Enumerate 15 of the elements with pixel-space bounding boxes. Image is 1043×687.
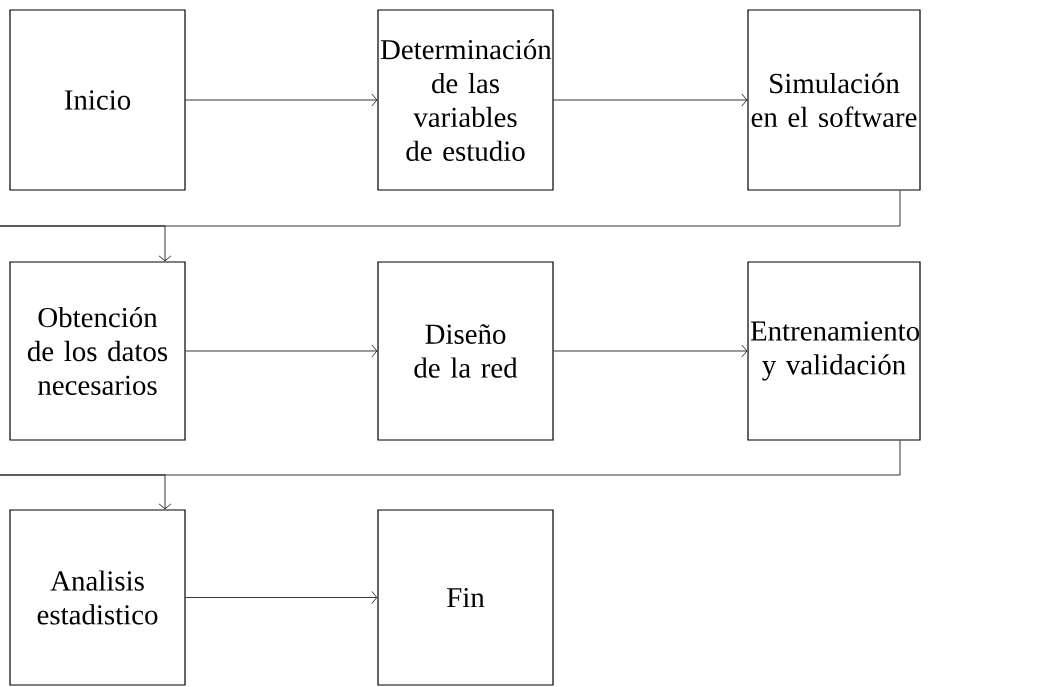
process-box: Diseño de la red [377,261,554,441]
process-box: Fin [377,509,554,686]
arrow [0,440,901,510]
process-box: Simulación en el software [747,9,921,191]
arrow [185,591,378,604]
arrow [0,190,901,262]
process-box: Determinación de las variables de estudio [377,9,554,191]
process-box: Analisis estadistico [9,509,186,686]
arrow [553,93,748,107]
arrow [185,344,378,358]
arrow [553,344,748,358]
process-box: Entrenamiento y validación [747,261,921,441]
process-box: Inicio [9,9,186,191]
process-box: Obtención de los datos necesarios [9,261,186,441]
arrow [185,93,378,107]
